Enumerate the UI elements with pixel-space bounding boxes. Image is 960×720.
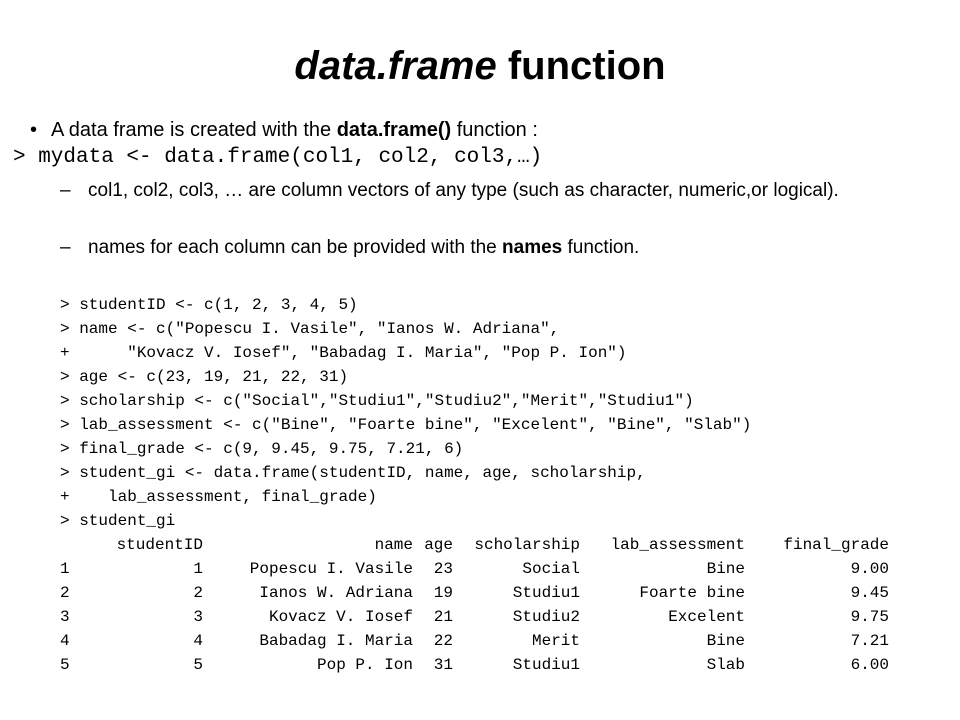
table-row: 1 1 Popescu I. Vasile 23 Social Bine 9.0… bbox=[60, 557, 889, 581]
code-block: > studentID <- c(1, 2, 3, 4, 5) > name <… bbox=[60, 293, 889, 677]
bullet-marker: • bbox=[30, 119, 38, 141]
table-cell: 5 bbox=[60, 656, 70, 674]
sub-text-after: function. bbox=[562, 237, 640, 258]
table-header-row: studentID name age scholarship lab_asses… bbox=[60, 533, 889, 557]
table-cell: 5 bbox=[193, 656, 203, 674]
table-cell: Bine bbox=[706, 560, 745, 578]
table-cell: Pop P. Ion bbox=[316, 656, 413, 674]
code-line: > age <- c(23, 19, 21, 22, 31) bbox=[60, 368, 349, 386]
bullet-text-bold: data.frame() bbox=[336, 119, 452, 141]
table-cell: 1 bbox=[193, 560, 203, 578]
code-line: > scholarship <- c("Social","Studiu1","S… bbox=[60, 392, 694, 410]
code-line: > student_gi <- data.frame(studentID, na… bbox=[60, 464, 646, 482]
table-cell: 4 bbox=[60, 632, 70, 650]
sub-bullet-columns-text: col1, col2, col3, … are column vectors o… bbox=[88, 180, 839, 201]
table-cell: Merit bbox=[531, 632, 580, 650]
table-cell: Social bbox=[522, 560, 580, 578]
table-cell: Studiu1 bbox=[512, 656, 580, 674]
table-cell: 6.00 bbox=[850, 656, 889, 674]
code-line: + lab_assessment, final_grade) bbox=[60, 488, 377, 506]
table-cell: Ianos W. Adriana bbox=[259, 584, 413, 602]
sub-text-before: names for each column can be provided wi… bbox=[88, 237, 503, 258]
table-cell: 19 bbox=[433, 584, 453, 602]
bullet-text-before: A data frame is created with the bbox=[51, 119, 337, 141]
header-cell: age bbox=[424, 536, 453, 554]
table-cell: 4 bbox=[193, 632, 203, 650]
code-line: > student_gi bbox=[60, 512, 176, 530]
table-row: 4 4 Babadag I. Maria 22 Merit Bine 7.21 bbox=[60, 629, 889, 653]
table-cell: 22 bbox=[433, 632, 453, 650]
table-cell: Excelent bbox=[668, 608, 745, 626]
bullet-main-text: A data frame is created with the data.fr… bbox=[51, 116, 538, 144]
table-cell: 31 bbox=[433, 656, 453, 674]
table-row: 3 3 Kovacz V. Iosef 21 Studiu2 Excelent … bbox=[60, 605, 889, 629]
table-cell: Popescu I. Vasile bbox=[249, 560, 413, 578]
table-cell: 3 bbox=[60, 608, 70, 626]
code-line: > lab_assessment <- c("Bine", "Foarte bi… bbox=[60, 416, 752, 434]
table-cell: Kovacz V. Iosef bbox=[268, 608, 413, 626]
table-cell: 9.45 bbox=[850, 584, 889, 602]
header-cell: lab_assessment bbox=[610, 536, 745, 554]
table-cell: Studiu1 bbox=[512, 584, 580, 602]
header-cell bbox=[60, 533, 98, 557]
table-cell: 7.21 bbox=[850, 632, 889, 650]
command-line: > mydata <- data.frame(col1, col2, col3,… bbox=[13, 146, 543, 169]
slide-title: data.frame function bbox=[0, 40, 960, 92]
code-line: > studentID <- c(1, 2, 3, 4, 5) bbox=[60, 296, 358, 314]
code-line: > name <- c("Popescu I. Vasile", "Ianos … bbox=[60, 320, 560, 338]
header-cell: studentID bbox=[116, 536, 203, 554]
table-cell: Slab bbox=[706, 656, 745, 674]
table-cell: 21 bbox=[433, 608, 453, 626]
table-cell: 3 bbox=[193, 608, 203, 626]
table-row: 5 5 Pop P. Ion 31 Studiu1 Slab 6.00 bbox=[60, 653, 889, 677]
sub-bullet-marker: – bbox=[60, 237, 71, 258]
table-cell: Studiu2 bbox=[512, 608, 580, 626]
table-cell: 1 bbox=[60, 560, 70, 578]
table-cell: Foarte bine bbox=[639, 584, 745, 602]
table-cell: Babadag I. Maria bbox=[259, 632, 413, 650]
header-cell: final_grade bbox=[783, 536, 889, 554]
bullet-text-after: function : bbox=[451, 119, 538, 141]
table-cell: 2 bbox=[193, 584, 203, 602]
table-cell: 2 bbox=[60, 584, 70, 602]
table-cell: 9.00 bbox=[850, 560, 889, 578]
sub-bullet-marker: – bbox=[60, 180, 71, 201]
sub-bullet-names-text: names for each column can be provided wi… bbox=[88, 236, 898, 260]
title-rest: function bbox=[496, 44, 666, 88]
header-cell: name bbox=[374, 536, 413, 554]
table-row: 2 2 Ianos W. Adriana 19 Studiu1 Foarte b… bbox=[60, 581, 889, 605]
code-line: + "Kovacz V. Iosef", "Babadag I. Maria",… bbox=[60, 344, 627, 362]
table-cell: 23 bbox=[433, 560, 453, 578]
header-cell: scholarship bbox=[474, 536, 580, 554]
title-italic: data.frame bbox=[294, 44, 497, 88]
code-line: > final_grade <- c(9, 9.45, 9.75, 7.21, … bbox=[60, 440, 464, 458]
output-table: studentID name age scholarship lab_asses… bbox=[60, 533, 889, 677]
table-cell: 9.75 bbox=[850, 608, 889, 626]
sub-text-bold: names bbox=[502, 237, 563, 258]
table-cell: Bine bbox=[706, 632, 745, 650]
